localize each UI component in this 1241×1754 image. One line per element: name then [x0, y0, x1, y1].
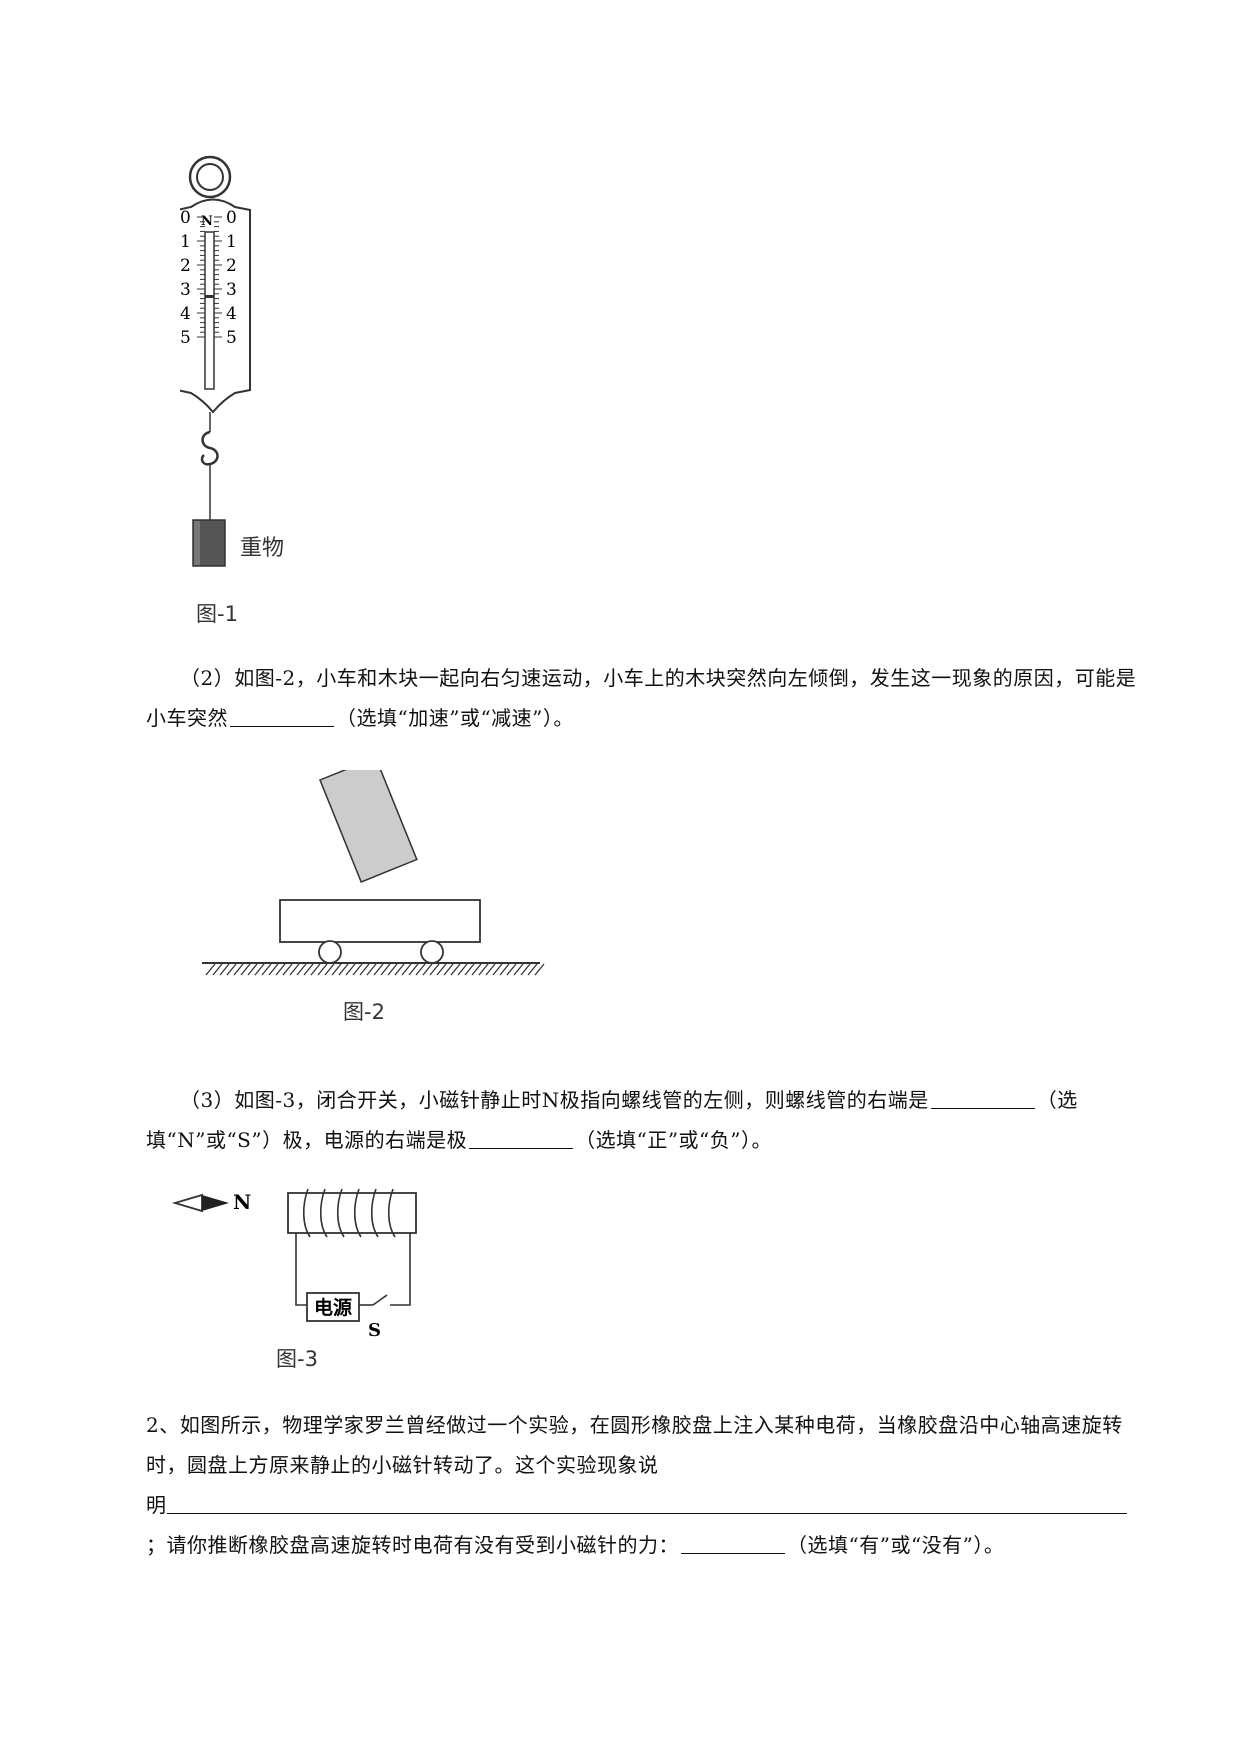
scale-labels-left: 0 1 2 3 4 5 — [180, 208, 191, 348]
switch-label: S — [368, 1320, 381, 1340]
cart-wheel-right — [420, 940, 444, 964]
svg-text:4: 4 — [180, 304, 191, 324]
scale-pointer — [205, 295, 214, 298]
svg-text:5: 5 — [180, 328, 191, 348]
svg-text:4: 4 — [226, 304, 237, 324]
answer-blank-q2[interactable] — [230, 702, 334, 727]
power-source-box — [306, 1292, 360, 1322]
svg-text:5: 5 — [226, 328, 237, 348]
compass-needle-right — [202, 1195, 229, 1211]
scale-hook — [200, 430, 219, 466]
svg-text:0: 0 — [226, 208, 237, 228]
svg-text:1: 1 — [226, 232, 237, 252]
figure-3-caption: 图-3 — [276, 1347, 318, 1371]
figure-1-caption: 图-1 — [196, 602, 238, 626]
cart-figure — [202, 770, 545, 976]
figure-2-caption: 图-2 — [343, 1000, 385, 1024]
answer-blank-q4-force[interactable] — [681, 1529, 785, 1554]
svg-text:2: 2 — [226, 256, 237, 276]
cart-wheel-left — [318, 940, 342, 964]
tilting-block — [319, 770, 418, 883]
solenoid-core — [287, 1192, 417, 1234]
cart-body — [279, 899, 481, 943]
spring-scale-figure: N 0 1 2 3 4 5 0 1 2 3 4 5 — [180, 155, 251, 567]
svg-text:2: 2 — [180, 256, 191, 276]
scale-labels-right: 0 1 2 3 4 5 — [226, 208, 237, 348]
scale-tube — [204, 231, 215, 390]
solenoid-coils — [302, 1188, 396, 1238]
question-4: 2、如图所示，物理学家罗兰曾经做过一个实验，在圆形橡胶盘上注入某种电荷，当橡胶盘… — [146, 1405, 1146, 1565]
svg-text:3: 3 — [226, 280, 237, 300]
scale-body — [180, 198, 251, 414]
solenoid-circuit-figure: N 电源 S — [171, 1188, 417, 1340]
scale-ticks — [197, 216, 222, 338]
question-3: （3）如图-3，闭合开关，小磁针静止时N极指向螺线管的左侧，则螺线管的右端是（选… — [146, 1080, 1146, 1160]
weight-label: 重物 — [240, 536, 285, 561]
power-source-label: 电源 — [314, 1296, 352, 1319]
answer-blank-q3-source[interactable] — [469, 1124, 574, 1149]
question-2: （2）如图-2，小车和木块一起向右匀速运动，小车上的木块突然向左倾倒，发生这一现… — [146, 666, 1137, 730]
compass-needle-left — [171, 1193, 203, 1213]
circuit-wire-right — [390, 1233, 411, 1306]
svg-text:0: 0 — [180, 208, 191, 228]
svg-text:1: 1 — [180, 232, 191, 252]
ground-hatching — [205, 963, 545, 976]
answer-blank-q3-pole[interactable] — [930, 1084, 1035, 1109]
compass-needle-n-label: N — [233, 1190, 251, 1214]
answer-blank-q4-explanation[interactable] — [166, 1489, 1127, 1514]
circuit-wire-left — [295, 1233, 307, 1306]
svg-text:3: 3 — [180, 280, 191, 300]
switch-lever — [372, 1294, 388, 1306]
scale-ring — [188, 155, 232, 199]
scale-unit-label: N — [201, 214, 213, 229]
